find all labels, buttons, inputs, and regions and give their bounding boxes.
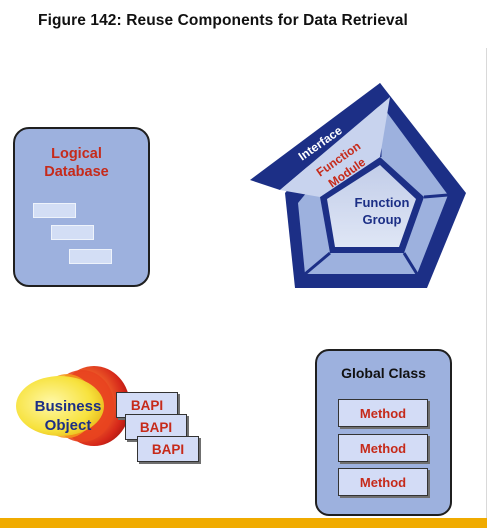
logical-database-label-line2: Database: [44, 164, 109, 180]
table-block: [33, 203, 76, 218]
inner-pentagon: [327, 165, 416, 247]
business-object-graphic: Business Object: [16, 366, 130, 446]
logical-database-label: Logical Database: [15, 145, 138, 181]
bapi-box: BAPI: [137, 436, 199, 462]
method-box: Method: [338, 399, 428, 427]
function-module-band: [280, 97, 390, 197]
business-object-label-line1: Business: [35, 398, 102, 415]
bapi-box: BAPI: [125, 414, 187, 440]
interface-band: [250, 83, 390, 190]
function-group-diagram: Interface Function Module Function Group: [250, 83, 466, 288]
logical-database-label-line1: Logical: [51, 146, 102, 162]
function-group-label-line1: Function: [355, 195, 410, 210]
accent-bar: [0, 518, 487, 528]
global-class-label: Global Class: [341, 365, 426, 381]
table-block: [69, 249, 112, 264]
logical-database-box: Logical Database: [13, 127, 150, 287]
function-group-label-line2: Group: [363, 212, 402, 227]
business-object-label-line2: Object: [45, 417, 92, 434]
method-box: Method: [338, 468, 428, 496]
figure-title: Figure 142: Reuse Components for Data Re…: [38, 12, 408, 29]
core-ellipse: [16, 376, 104, 436]
method-box: Method: [338, 434, 428, 462]
table-block: [51, 225, 94, 240]
bapi-box: BAPI: [116, 392, 178, 418]
global-class-box: Global Class Method Method Method: [315, 349, 452, 516]
